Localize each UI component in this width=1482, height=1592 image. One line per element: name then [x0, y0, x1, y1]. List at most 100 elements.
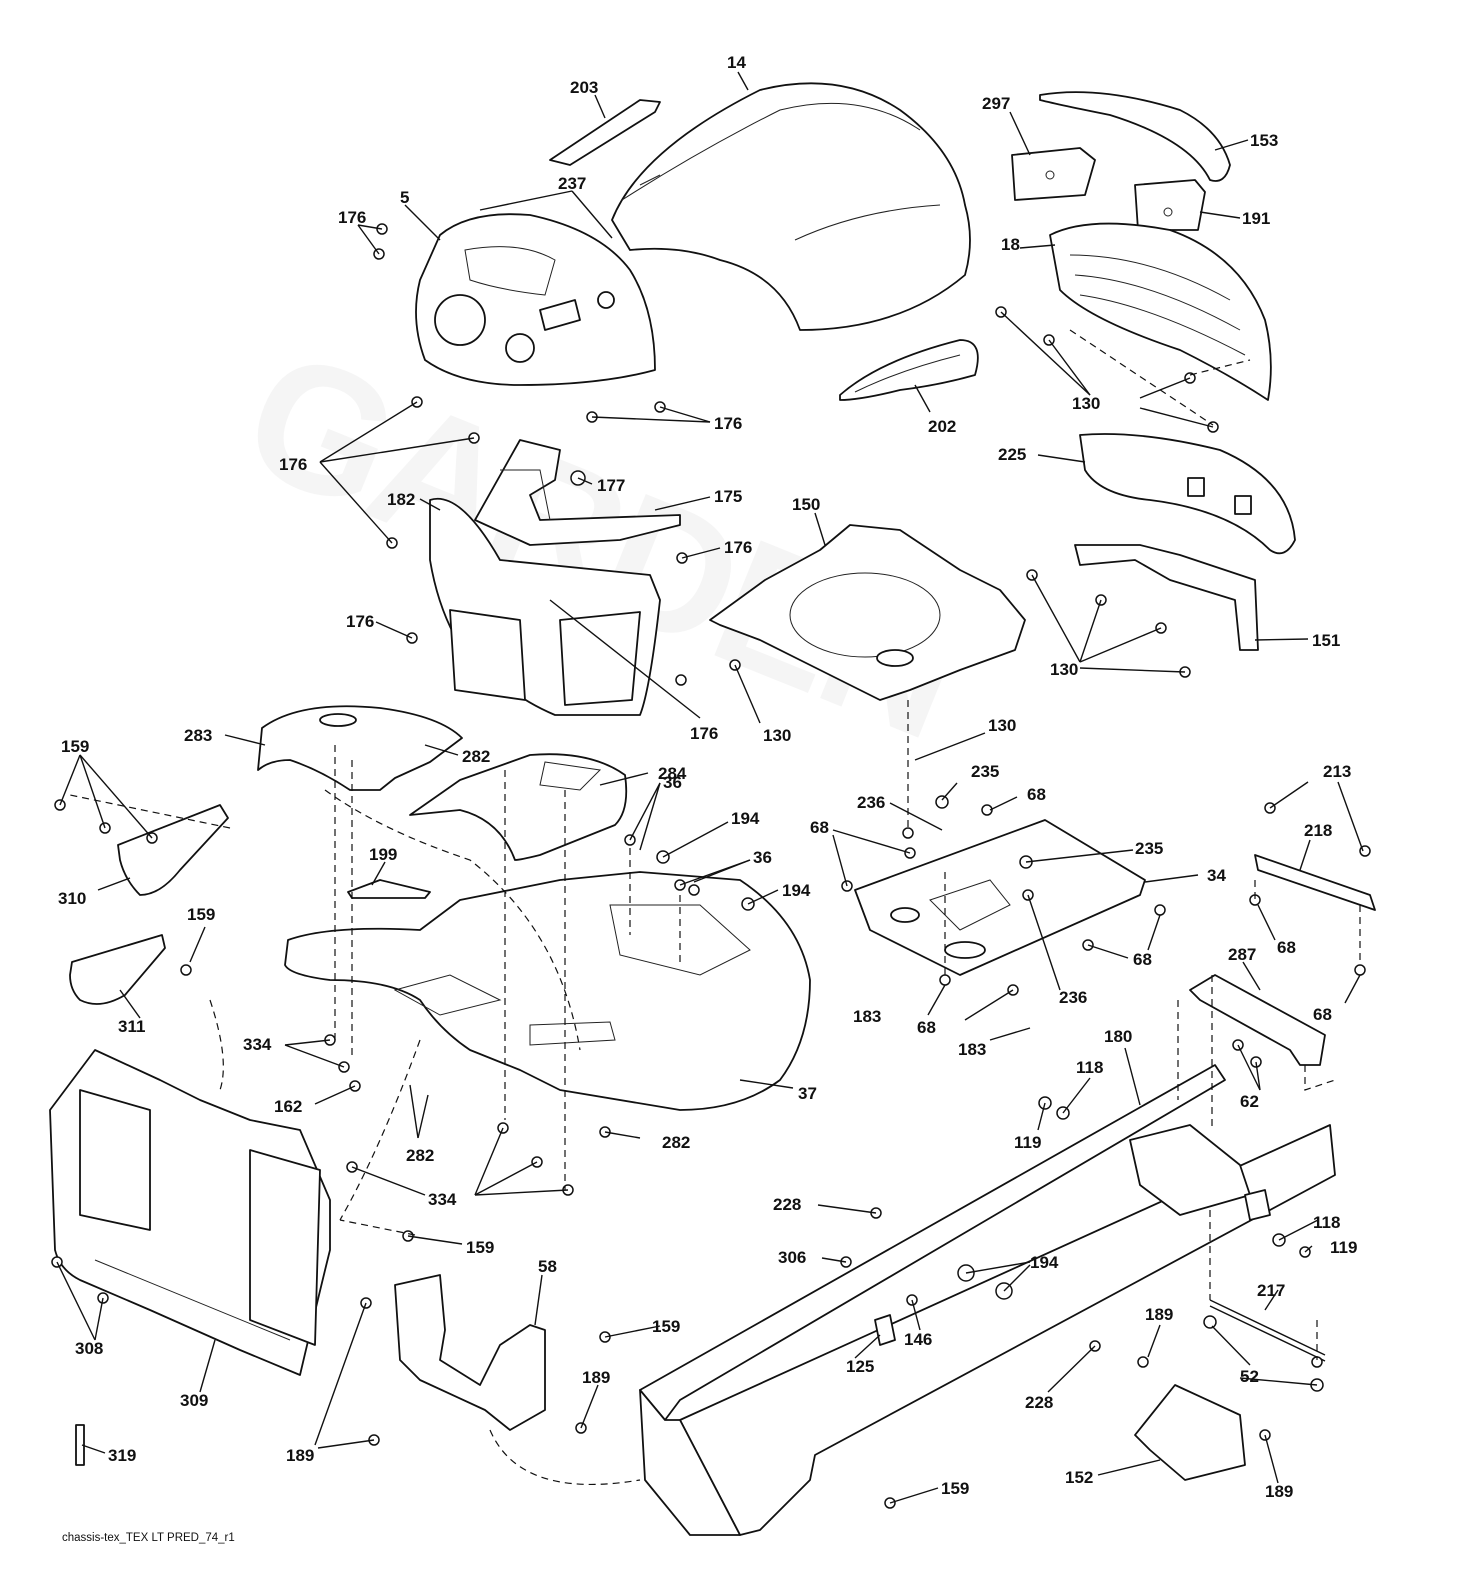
- callout-180: 180: [1104, 1027, 1132, 1046]
- callout-34: 34: [1207, 866, 1226, 885]
- callout-311: 311: [118, 1017, 145, 1036]
- part-284: [409, 753, 628, 861]
- callout-176-c: 176: [279, 455, 307, 474]
- part-150: [709, 524, 1026, 701]
- callout-159-e: 159: [941, 1479, 969, 1498]
- part-37-fender: [284, 871, 811, 1111]
- callout-labels: 14 203 237 5 176 297 153 191 18 130 202 …: [58, 53, 1357, 1501]
- callout-58: 58: [538, 1257, 557, 1276]
- callout-183-b: 183: [958, 1040, 986, 1059]
- callout-202: 202: [928, 417, 956, 436]
- callout-308: 308: [75, 1339, 103, 1358]
- callout-176-a: 176: [338, 208, 366, 227]
- part-297: [1011, 147, 1096, 201]
- leader-lines: [56, 71, 1364, 1504]
- callout-319: 319: [108, 1446, 136, 1465]
- callout-152: 152: [1065, 1468, 1093, 1487]
- callout-309: 309: [180, 1391, 208, 1410]
- callout-5: 5: [400, 188, 409, 207]
- callout-176-e: 176: [346, 612, 374, 631]
- callout-191: 191: [1242, 209, 1270, 228]
- callout-176-d: 176: [724, 538, 752, 557]
- part-153: [1039, 91, 1231, 182]
- callout-282-a: 282: [462, 747, 490, 766]
- callout-119-b: 119: [1330, 1238, 1357, 1257]
- callout-189-d: 189: [1265, 1482, 1293, 1501]
- callout-159-a: 159: [61, 737, 89, 756]
- callout-118-b: 118: [1313, 1213, 1340, 1232]
- callout-189-c: 189: [286, 1446, 314, 1465]
- part-175: [474, 439, 681, 546]
- callout-236-a: 236: [857, 793, 885, 812]
- callout-162-a: 334: [243, 1035, 272, 1054]
- part-311: [69, 934, 166, 1005]
- callout-18: 18: [1001, 235, 1020, 254]
- callout-218: 218: [1304, 821, 1332, 840]
- callout-176-f: 176: [690, 724, 718, 743]
- part-18-grille: [1049, 222, 1272, 401]
- part-152: [1134, 1384, 1246, 1481]
- callout-189-a: 189: [1145, 1305, 1173, 1324]
- part-319: [75, 1424, 85, 1466]
- callout-36-b: 36: [753, 848, 772, 867]
- callout-189-b: 189: [582, 1368, 610, 1387]
- callout-310: 310: [58, 889, 86, 908]
- callout-68-b: 68: [810, 818, 829, 837]
- part-218: [1254, 854, 1376, 911]
- part-310: [117, 804, 229, 896]
- callout-68-e: 68: [917, 1018, 936, 1037]
- callout-194-c: 194: [1030, 1253, 1059, 1272]
- callout-235-a: 235: [971, 762, 999, 781]
- part-14-hood: [611, 82, 971, 331]
- part-309: [49, 1049, 331, 1376]
- callout-194-a: 194: [731, 809, 760, 828]
- part-191: [1134, 179, 1206, 231]
- diagram-caption: chassis-tex_TEX LT PRED_74_r1: [62, 1532, 235, 1544]
- callout-225: 225: [998, 445, 1026, 464]
- assembly-lines: [69, 329, 1361, 1486]
- part-225: [1079, 433, 1296, 555]
- callout-119-a: 119: [1014, 1133, 1041, 1152]
- callout-159-b: 159: [187, 905, 215, 924]
- callout-306: 306: [778, 1248, 806, 1267]
- callout-130-d: 130: [988, 716, 1016, 735]
- part-199: [347, 879, 431, 899]
- part-182-panel: [429, 497, 661, 716]
- callout-228-a: 228: [773, 1195, 801, 1214]
- callout-36-a: 36: [663, 773, 682, 792]
- callout-68-c: 68: [1277, 938, 1296, 957]
- callout-153: 153: [1250, 131, 1278, 150]
- callout-176-b: 176: [714, 414, 742, 433]
- part-34-plate: [854, 819, 1146, 976]
- callout-159-d: 159: [652, 1317, 680, 1336]
- callout-282-c: 282: [406, 1146, 434, 1165]
- callout-199: 199: [369, 845, 397, 864]
- callout-125: 125: [846, 1357, 874, 1376]
- callout-282-b: 282: [662, 1133, 690, 1152]
- callout-177: 177: [597, 476, 625, 495]
- callout-334: 287: [1228, 945, 1256, 964]
- part-217: [1209, 1299, 1326, 1362]
- callout-162-b: 334: [428, 1190, 457, 1209]
- callout-130-b: 130: [1050, 660, 1078, 679]
- callout-151: 151: [1312, 631, 1340, 650]
- callout-182: 182: [387, 490, 415, 509]
- callout-284: 284: [658, 764, 687, 783]
- callout-68-d: 68: [1133, 950, 1152, 969]
- callout-159-c: 159: [466, 1238, 494, 1257]
- part-283: [257, 705, 463, 791]
- callout-175: 175: [714, 487, 742, 506]
- callout-228-b: 228: [1025, 1393, 1053, 1412]
- callout-203: 203: [570, 78, 598, 97]
- part-5-dashboard: [415, 213, 656, 386]
- part-203: [549, 99, 661, 166]
- callout-130-c: 130: [763, 726, 791, 745]
- callout-183-a: 183: [853, 1007, 881, 1026]
- callout-68-a: 68: [1027, 785, 1046, 804]
- callout-14: 14: [727, 53, 746, 72]
- callout-68-f: 68: [1313, 1005, 1332, 1024]
- part-151: [1074, 544, 1259, 651]
- callout-213: 213: [1323, 762, 1351, 781]
- part-202: [839, 339, 979, 401]
